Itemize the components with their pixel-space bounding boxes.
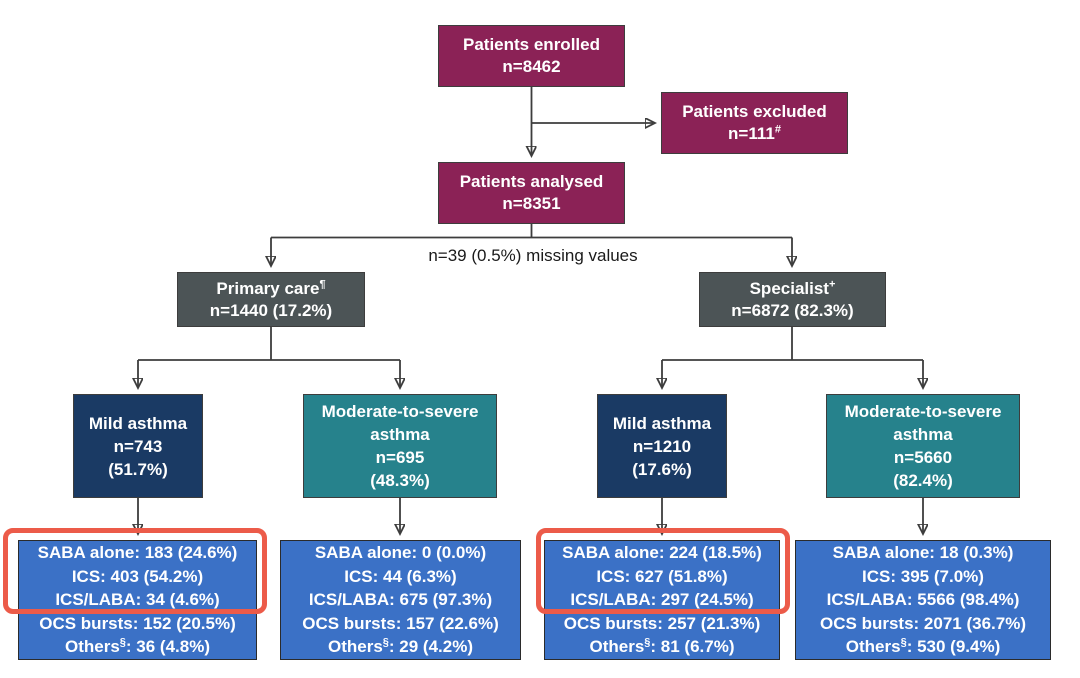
- pc-modsev-count: n=695: [375, 448, 425, 467]
- ocs-line: OCS bursts: 157 (22.6%): [302, 613, 499, 633]
- primary-care-count: n=1440 (17.2%): [209, 300, 333, 320]
- primary-care-title: Primary care¶: [216, 277, 326, 298]
- primary-care-box: Primary care¶ n=1440 (17.2%): [177, 272, 365, 327]
- ics-laba-line: ICS/LABA: 5566 (98.4%): [826, 590, 1020, 610]
- pc-modsev-asthma-box: Moderate-to-severe asthma n=695 (48.3%): [303, 394, 497, 498]
- ics-line: ICS: 44 (6.3%): [344, 566, 457, 586]
- pc-modsev-treatments-box: SABA alone: 0 (0.0%) ICS: 44 (6.3%) ICS/…: [280, 540, 521, 660]
- analysed-title: Patients analysed: [459, 172, 604, 191]
- others-line: Others§: 36 (4.8%): [64, 636, 210, 657]
- sp-modsev-pct: (82.4%): [893, 471, 953, 490]
- ics-laba-line: ICS/LABA: 297 (24.5%): [570, 590, 754, 610]
- patients-enrolled-box: Patients enrolled n=8462: [438, 25, 625, 87]
- specialist-title: Specialist+: [749, 277, 836, 298]
- pc-mild-count: n=743: [113, 436, 163, 456]
- excluded-count: n=111#: [728, 123, 781, 143]
- others-footnote-mark: §: [382, 636, 389, 649]
- sp-mild-title: Mild asthma: [612, 413, 712, 433]
- sp-mild-pct: (17.6%): [632, 459, 692, 479]
- ocs-line: OCS bursts: 257 (21.3%): [563, 613, 761, 633]
- specialist-box: Specialist+ n=6872 (82.3%): [699, 272, 886, 327]
- pc-mild-asthma-box: Mild asthma n=743 (51.7%): [73, 394, 203, 498]
- sp-modsev-asthma-box: Moderate-to-severe asthma n=5660 (82.4%): [826, 394, 1020, 498]
- excluded-title: Patients excluded: [682, 102, 827, 121]
- patients-excluded-box: Patients excluded n=111#: [661, 92, 848, 154]
- ocs-line: OCS bursts: 152 (20.5%): [39, 613, 236, 633]
- others-line: Others§: 29 (4.2%): [327, 636, 473, 657]
- ics-laba-line: ICS/LABA: 34 (4.6%): [55, 590, 220, 610]
- ics-line: ICS: 627 (51.8%): [596, 566, 728, 586]
- saba-line: SABA alone: 0 (0.0%): [314, 543, 487, 563]
- pc-mild-title: Mild asthma: [88, 413, 188, 433]
- enrolled-count: n=8462: [502, 57, 561, 76]
- patients-analysed-box: Patients analysed n=8351: [438, 162, 625, 224]
- others-footnote-mark: §: [119, 636, 126, 649]
- pc-modsev-title-1: Moderate-to-severe: [321, 402, 479, 421]
- ics-laba-line: ICS/LABA: 675 (97.3%): [308, 590, 493, 610]
- ics-line: ICS: 403 (54.2%): [71, 566, 204, 586]
- pc-mild-treatments-box: SABA alone: 183 (24.6%) ICS: 403 (54.2%)…: [18, 540, 257, 660]
- saba-line: SABA alone: 224 (18.5%): [562, 543, 762, 563]
- sp-mild-count: n=1210: [632, 436, 692, 456]
- sp-modsev-title-2: asthma: [893, 425, 953, 444]
- saba-line: SABA alone: 18 (0.3%): [832, 543, 1014, 563]
- others-footnote-mark: §: [644, 636, 651, 649]
- others-line: Others§: 530 (9.4%): [845, 636, 1001, 657]
- pc-modsev-title-2: asthma: [370, 425, 430, 444]
- sp-modsev-count: n=5660: [893, 448, 953, 467]
- pc-mild-pct: (51.7%): [108, 459, 168, 479]
- ocs-line: OCS bursts: 2071 (36.7%): [820, 613, 1026, 633]
- excluded-footnote-mark: #: [774, 123, 781, 136]
- sp-mild-asthma-box: Mild asthma n=1210 (17.6%): [597, 394, 727, 498]
- enrolled-title: Patients enrolled: [463, 35, 600, 54]
- missing-values-note: n=39 (0.5%) missing values: [428, 246, 638, 265]
- others-footnote-mark: §: [900, 636, 907, 649]
- saba-line: SABA alone: 183 (24.6%): [37, 543, 238, 563]
- others-line: Others§: 81 (6.7%): [589, 636, 735, 657]
- primary-care-footnote-mark: ¶: [319, 277, 326, 290]
- sp-mild-treatments-box: SABA alone: 224 (18.5%) ICS: 627 (51.8%)…: [544, 540, 780, 660]
- ics-line: ICS: 395 (7.0%): [862, 566, 984, 586]
- sp-modsev-title-1: Moderate-to-severe: [844, 402, 1002, 421]
- specialist-count: n=6872 (82.3%): [731, 300, 854, 320]
- sp-modsev-treatments-box: SABA alone: 18 (0.3%) ICS: 395 (7.0%) IC…: [795, 540, 1051, 660]
- specialist-footnote-mark: +: [828, 277, 836, 290]
- analysed-count: n=8351: [502, 194, 561, 213]
- pc-modsev-pct: (48.3%): [370, 471, 430, 490]
